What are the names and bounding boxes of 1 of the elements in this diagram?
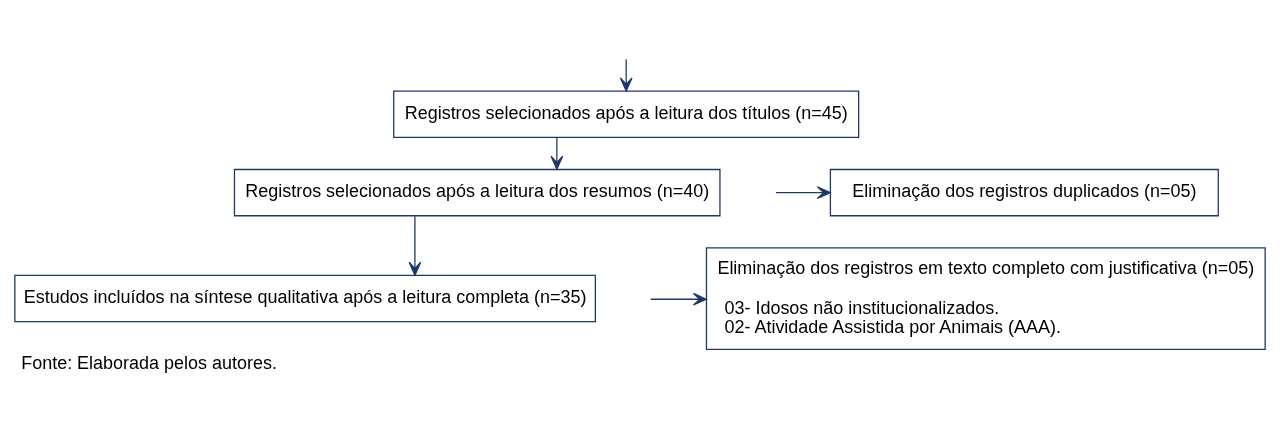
caption: Fonte: Elaborada pelos autores. [21, 352, 277, 373]
